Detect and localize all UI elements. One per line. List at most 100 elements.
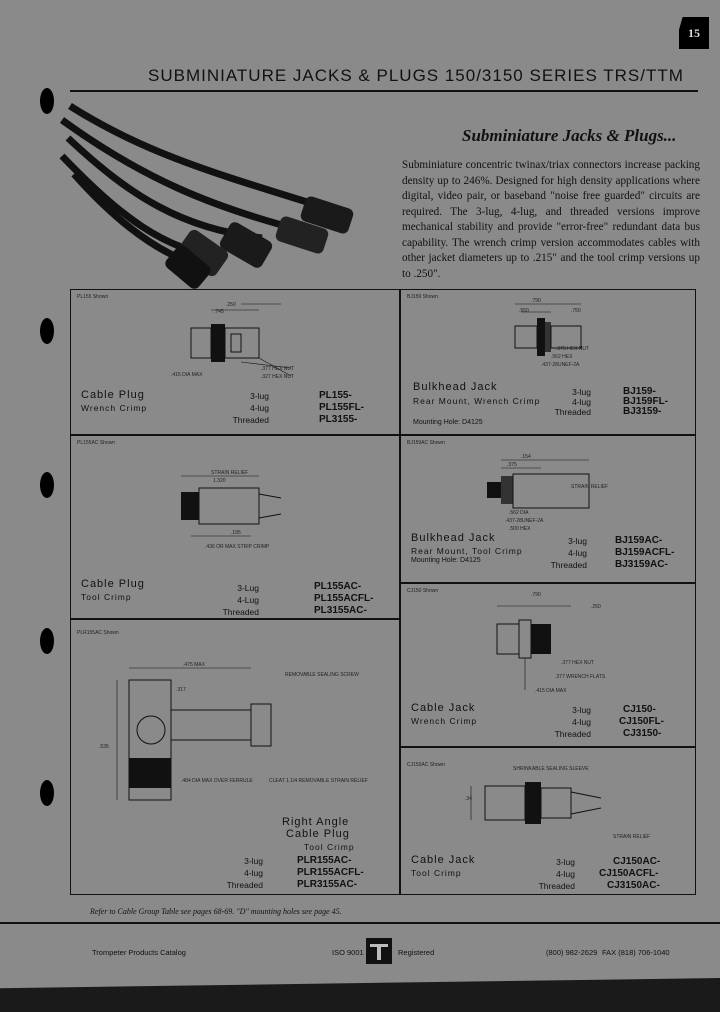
- header-title: SUBMINIATURE JACKS & PLUGS 150/3150 SERI…: [148, 66, 684, 85]
- dim-label: REMOVABLE SEALING SCREW: [285, 672, 359, 678]
- panel-cable-plug-tool: PL155AC Shown STRAIN RELIEF 1.320 .195 .…: [70, 435, 400, 619]
- dim-label: .195: [231, 530, 241, 536]
- product-name: Cable Plug: [81, 578, 145, 590]
- part-number: BJ159ACFL-: [615, 547, 675, 558]
- product-name-line2: Cable Plug: [286, 828, 350, 840]
- footer-fax: FAX (818) 706-1040: [602, 948, 670, 957]
- part-number: CJ150FL-: [619, 716, 665, 727]
- panel-bulkhead-jack-tool: BJ159AC Shown .154 .375 STRAIN RELIEF .5…: [400, 435, 696, 583]
- dim-label: STRAIN RELIEF: [613, 834, 651, 840]
- dim-label: .250: [226, 302, 236, 308]
- variant-type: Threaded: [538, 881, 575, 891]
- product-sub: Rear Mount, Tool Crimp: [411, 546, 523, 556]
- header-rule: [70, 90, 698, 92]
- figure-label: PL155 Shown: [77, 294, 109, 300]
- variant-type: Threaded: [222, 607, 259, 617]
- part-number: BJ3159AC-: [615, 559, 668, 570]
- footer-catalog: Trompeter Products Catalog: [92, 948, 186, 957]
- panel-right-angle-plug: PLR155AC Shown .475 MAX .317 .535 REMOVA…: [70, 619, 400, 895]
- dim-label: .415 DIA MAX: [171, 372, 203, 378]
- product-sub: Rear Mount, Wrench Crimp: [413, 396, 541, 406]
- dim-label: .317: [176, 687, 186, 693]
- diagram-cable-jack-wrench: [496, 605, 571, 690]
- mounting-hole: Mounting Hole: D4125: [413, 419, 483, 426]
- variant-type: 4-lug: [556, 869, 575, 879]
- panel-bulkhead-jack-wrench: BJ159 Shown .790 .550 .750 .375 HEX NUT …: [400, 289, 696, 435]
- variant-type: 4-lug: [244, 868, 263, 878]
- diagram-cable-plug-wrench: [190, 303, 292, 377]
- part-number: BJ159FL-: [623, 396, 669, 407]
- part-number: CJ150AC-: [613, 856, 661, 867]
- dim-label: .375 HEX NUT: [556, 346, 590, 352]
- mounting-hole: Mounting Hole: D4125: [411, 557, 481, 564]
- footer-phone: (800) 982-2629: [546, 948, 598, 957]
- binder-hole: [40, 780, 54, 806]
- dim-label: STRAIN RELIEF: [211, 470, 249, 476]
- dim-label: STRAIN RELIEF: [571, 484, 609, 490]
- product-sub: Wrench Crimp: [81, 403, 148, 413]
- part-number: PL3155AC-: [314, 605, 367, 616]
- part-number: CJ150-: [623, 704, 656, 715]
- footer-rule: [0, 922, 720, 924]
- diagram-right-angle-plug: [116, 667, 272, 801]
- part-number: BJ3159-: [623, 406, 662, 417]
- dim-label: .745: [214, 309, 224, 315]
- part-number: PLR155ACFL-: [297, 867, 364, 878]
- figure-label: BJ159AC Shown: [407, 440, 445, 446]
- diagram-bulkhead-jack-wrench: [514, 303, 582, 356]
- variant-type: Threaded: [554, 407, 591, 417]
- dim-label: .437-28UNEF-2A: [541, 362, 580, 368]
- diagram-cable-plug-tool: [181, 475, 282, 537]
- dim-label: .550: [519, 308, 529, 314]
- dim-label: .377 HEX NUT: [261, 366, 295, 372]
- diagram-bulkhead-jack-tool: [487, 459, 590, 509]
- figure-label: BJ159 Shown: [407, 294, 438, 300]
- variant-type: 3-lug: [568, 536, 587, 546]
- variant-type: Threaded: [226, 880, 263, 890]
- binder-hole: [40, 472, 54, 498]
- page-edge-shadow: [0, 978, 720, 1012]
- product-name: Bulkhead Jack: [413, 381, 498, 393]
- panel-cable-jack-tool: CJ150AC Shown SHRINKABLE SEALING SLEEVE …: [400, 747, 696, 895]
- product-sub: Tool Crimp: [304, 842, 355, 852]
- variant-type: Threaded: [550, 560, 587, 570]
- dim-label: .790: [531, 298, 541, 304]
- diagram-cable-jack-tool: [470, 782, 602, 824]
- part-number: PLR155AC-: [297, 855, 352, 866]
- footer-iso: ISO 9001: [332, 948, 364, 957]
- footer-registered: Registered: [398, 948, 435, 957]
- part-number: BJ159AC-: [615, 535, 663, 546]
- product-sub: Tool Crimp: [81, 592, 132, 602]
- dim-label: .562 HEX: [551, 354, 573, 360]
- variant-type: 3-lug: [556, 857, 575, 867]
- product-name-line1: Right Angle: [282, 816, 350, 828]
- variant-type: 4-lug: [572, 717, 591, 727]
- dim-label: .484 DIA MAX OVER FERRULE: [181, 778, 253, 784]
- dim-label: .500 HEX: [509, 526, 531, 532]
- dim-label: .437-28UNEF-2A: [505, 518, 544, 524]
- intro-paragraph: Subminiature concentric twinax/triax con…: [402, 159, 700, 280]
- part-number: CJ3150AC-: [607, 880, 660, 891]
- part-number: PL155-: [319, 390, 352, 401]
- figure-label: CJ150AC Shown: [407, 762, 446, 768]
- part-number: PLR3155AC-: [297, 879, 358, 890]
- variant-type: 3-lug: [572, 705, 591, 715]
- dim-label: SHRINKABLE SEALING SLEEVE: [513, 766, 589, 772]
- part-number: CJ150ACFL-: [599, 868, 659, 879]
- section-title: Subminiature Jacks & Plugs...: [462, 126, 677, 145]
- dim-label: .790: [531, 592, 541, 598]
- figure-label: PL155AC Shown: [77, 440, 116, 446]
- dim-label: .415 DIA MAX: [535, 688, 567, 694]
- binder-hole: [40, 88, 54, 114]
- product-name: Bulkhead Jack: [411, 532, 496, 544]
- part-number: PL3155-: [319, 414, 358, 425]
- variant-type: 3-Lug: [237, 583, 259, 593]
- variant-type: 4-Lug: [237, 595, 259, 605]
- dim-label: .535: [99, 744, 109, 750]
- variant-type: 3-lug: [244, 856, 263, 866]
- dim-label: .375: [507, 462, 517, 468]
- dim-label: .475 MAX: [183, 662, 205, 668]
- dim-label: .34: [465, 796, 472, 802]
- figure-label: PLR155AC Shown: [77, 630, 119, 636]
- panel-cable-jack-wrench: CJ150 Shown .790 .250 .377 HEX NUT .377 …: [400, 583, 696, 747]
